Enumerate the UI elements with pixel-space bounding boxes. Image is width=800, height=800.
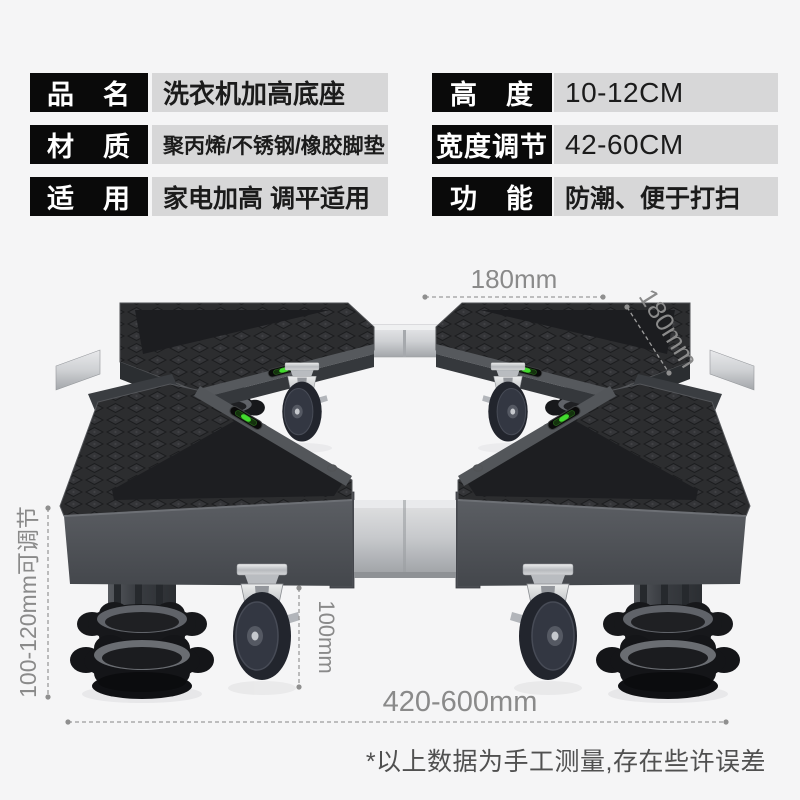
spec-value: 42-60CM bbox=[554, 125, 778, 164]
dim-total-width: 420-600mm bbox=[383, 686, 538, 718]
dim-caster-height: 100mm bbox=[314, 600, 339, 673]
spec-value: 洗衣机加高底座 bbox=[152, 73, 388, 112]
spec-label: 适 用 bbox=[30, 177, 148, 216]
dimension-dots bbox=[45, 294, 729, 725]
spec-value: 10-12CM bbox=[554, 73, 778, 112]
spec-label: 品 名 bbox=[30, 73, 148, 112]
spec-label: 材 质 bbox=[30, 125, 148, 164]
spec-label: 高 度 bbox=[432, 73, 552, 112]
spec-label: 宽度调节 bbox=[432, 125, 552, 164]
spec-value: 防潮、便于打扫 bbox=[554, 177, 778, 216]
spec-value: 聚丙烯/不锈钢/橡胶脚垫 bbox=[152, 125, 388, 164]
dimension-annotations bbox=[47, 296, 726, 723]
spec-value: 家电加高 调平适用 bbox=[152, 177, 388, 216]
measurement-disclaimer: *以上数据为手工测量,存在些许误差 bbox=[365, 748, 766, 776]
rear-tube bbox=[369, 324, 441, 358]
dim-leg-height: 100-120mm可调节 bbox=[15, 506, 41, 698]
dim-top-width: 180mm bbox=[471, 270, 558, 294]
spec-label: 功 能 bbox=[432, 177, 552, 216]
product-illustration: 180mm 180mm 100-120mm可调节 100mm 420-600mm bbox=[15, 270, 755, 725]
